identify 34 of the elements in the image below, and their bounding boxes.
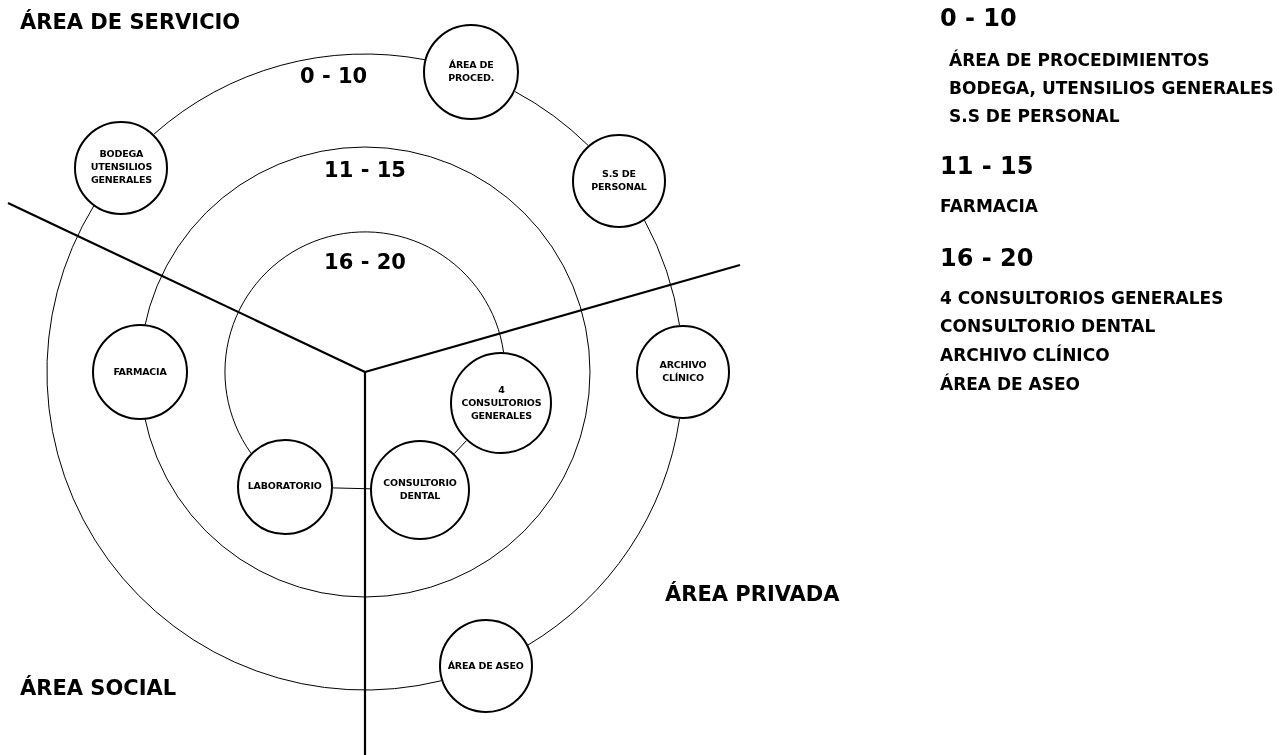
range-heading: 11 - 15 [940, 152, 1034, 180]
zone-title: ÁREA SOCIAL [20, 676, 177, 700]
ring-connector [332, 487, 371, 490]
ring-connector [643, 219, 680, 326]
legend-item: 4 CONSULTORIOS GENERALES [940, 288, 1224, 308]
legend-item: FARMACIA [940, 196, 1038, 216]
room-circle: S.S DE PERSONAL [571, 133, 666, 228]
range-heading: 0 - 10 [940, 4, 1017, 32]
ring-connector [453, 440, 467, 455]
ring-range-label: 16 - 20 [324, 250, 406, 274]
legend-item: ÁREA DE ASEO [940, 374, 1081, 394]
ring-connector [527, 418, 680, 646]
ring-connector [514, 91, 589, 146]
ring-connector [46, 205, 442, 691]
room-circle: CONSULTORIO DENTAL [370, 440, 470, 540]
room-circle: BODEGA UTENSILIOS GENERALES [74, 120, 169, 215]
legend-item: ÁREA DE PROCEDIMIENTOS [949, 50, 1210, 70]
room-circle: ARCHIVO CLÍNICO [636, 325, 730, 419]
room-circle: ÁREA DE ASEO [438, 619, 533, 714]
room-circle: ÁREA DE PROCED. [423, 24, 520, 121]
room-circle: LABORATORIO [236, 438, 333, 535]
legend-item: ARCHIVO CLÍNICO [940, 345, 1110, 365]
zone-title: ÁREA DE SERVICIO [20, 10, 241, 34]
legend-item: BODEGA, UTENSILIOS GENERALES [949, 78, 1274, 98]
room-circle: 4 CONSULTORIOS GENERALES [450, 352, 553, 455]
ring-range-label: 11 - 15 [324, 158, 406, 182]
zone-title: ÁREA PRIVADA [665, 582, 840, 606]
legend-item: CONSULTORIO DENTAL [940, 316, 1156, 336]
legend-item: S.S DE PERSONAL [949, 106, 1120, 126]
ring-connector [224, 231, 505, 454]
range-heading: 16 - 20 [940, 244, 1034, 272]
ring-connector [153, 53, 426, 135]
ring-range-label: 0 - 10 [300, 64, 368, 88]
room-circle: FARMACIA [92, 324, 188, 420]
